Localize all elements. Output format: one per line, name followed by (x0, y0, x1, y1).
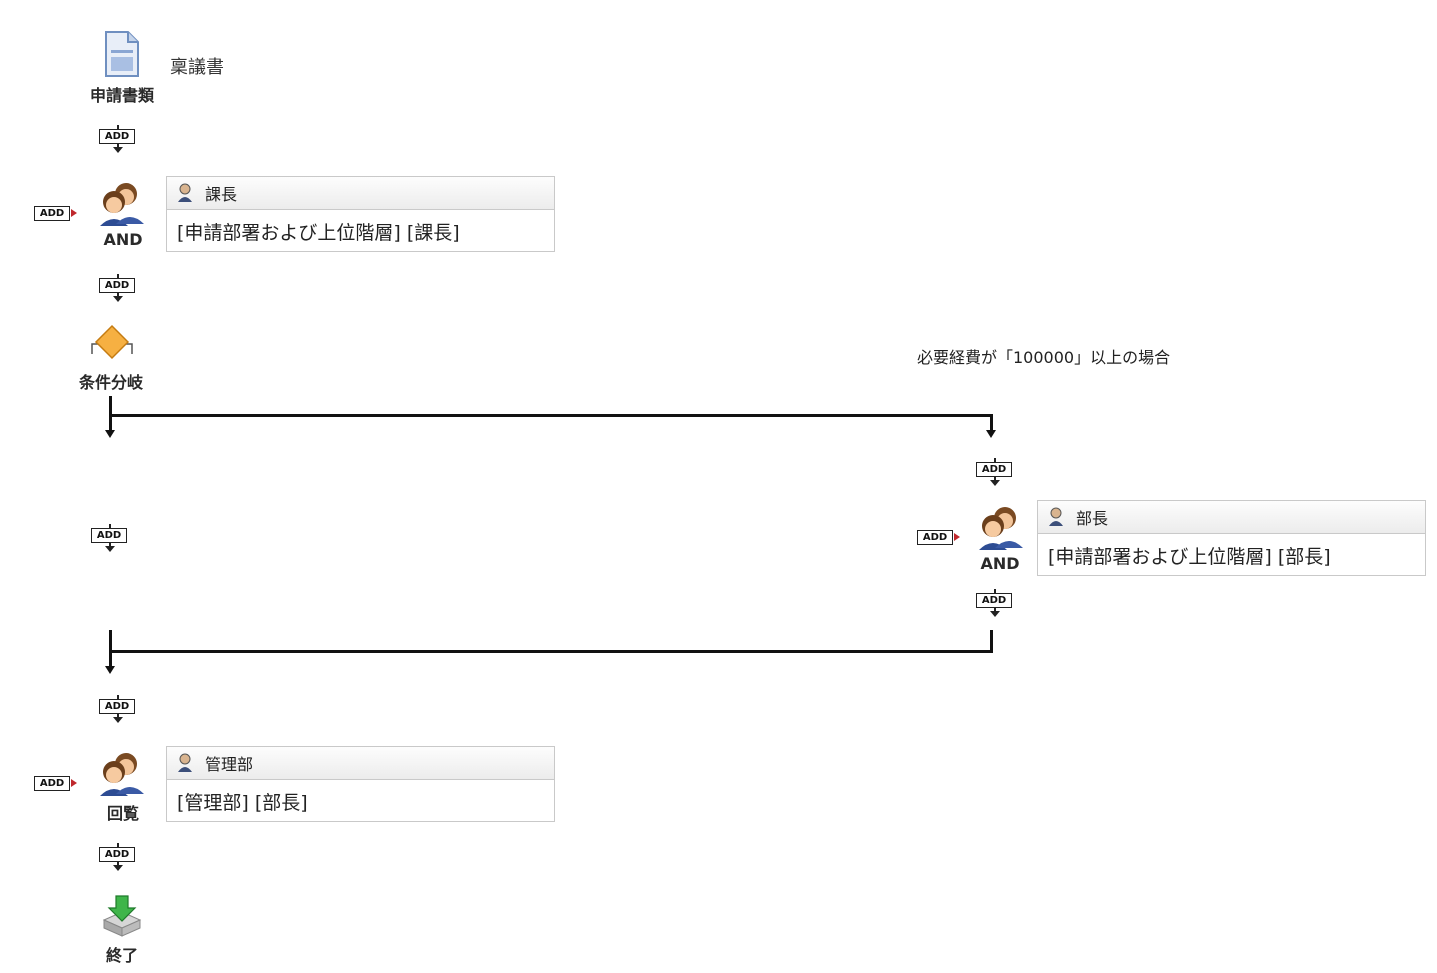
diamond-icon (91, 324, 133, 360)
approver-role: 課長 (205, 185, 238, 204)
add-button[interactable]: ADD (976, 458, 1012, 486)
approval-node[interactable] (975, 504, 1025, 552)
approver-box[interactable]: 管理部 [管理部] [部長] (166, 746, 555, 822)
condition-label: 条件分岐 (78, 373, 143, 392)
start-node-label: 申請書類 (89, 86, 154, 105)
approver-detail: [管理部] [部長] (177, 792, 308, 814)
add-side-button[interactable]: ADD (34, 206, 77, 221)
merge-line-horizontal (109, 650, 993, 653)
user-icon (178, 183, 192, 202)
merge-arrow (105, 666, 115, 674)
users-icon (979, 507, 1023, 550)
approver-detail: [申請部署および上位階層] [部長] (1048, 546, 1331, 568)
end-icon (102, 895, 142, 937)
document-title[interactable]: 稟議書 (170, 57, 224, 78)
condition-node[interactable] (90, 324, 134, 360)
add-button[interactable]: ADD (99, 125, 135, 153)
approver-box-header: 部長 (1038, 501, 1425, 534)
branch-arrow-left (105, 430, 115, 438)
merge-line-left-down (109, 630, 112, 668)
add-side-button[interactable]: ADD (34, 776, 77, 791)
circulation-type-label: 回覧 (106, 804, 139, 823)
approver-box-header: 管理部 (167, 747, 554, 780)
document-icon (105, 31, 139, 77)
branch-arrow-right (986, 430, 996, 438)
add-button[interactable]: ADD (91, 524, 127, 552)
start-node[interactable] (102, 30, 142, 78)
users-icon (100, 753, 144, 796)
approver-role: 管理部 (205, 755, 254, 774)
approver-detail: [申請部署および上位階層] [課長] (177, 222, 460, 244)
branch-condition-text[interactable]: 必要経費が「100000」以上の場合 (917, 348, 1171, 367)
approver-box-header: 課長 (167, 177, 554, 210)
users-icon (100, 183, 144, 226)
approver-role: 部長 (1076, 509, 1109, 528)
approval-type-label: AND (103, 230, 143, 249)
approval-type-label: AND (980, 554, 1020, 573)
end-label: 終了 (105, 946, 138, 965)
approval-node[interactable] (96, 180, 146, 228)
add-button[interactable]: ADD (99, 274, 135, 302)
approver-box[interactable]: 部長 [申請部署および上位階層] [部長] (1037, 500, 1426, 576)
add-button[interactable]: ADD (99, 843, 135, 871)
circulation-node[interactable] (96, 750, 146, 798)
add-button[interactable]: ADD (976, 589, 1012, 617)
add-button[interactable]: ADD (99, 695, 135, 723)
merge-line-right-up (990, 630, 993, 653)
branch-line-right-down (990, 414, 993, 432)
branch-line-horizontal-top (109, 414, 993, 417)
user-icon (1049, 507, 1063, 526)
end-node[interactable] (100, 894, 144, 938)
approver-box[interactable]: 課長 [申請部署および上位階層] [課長] (166, 176, 555, 252)
add-side-button[interactable]: ADD (917, 530, 960, 545)
user-icon (178, 753, 192, 772)
